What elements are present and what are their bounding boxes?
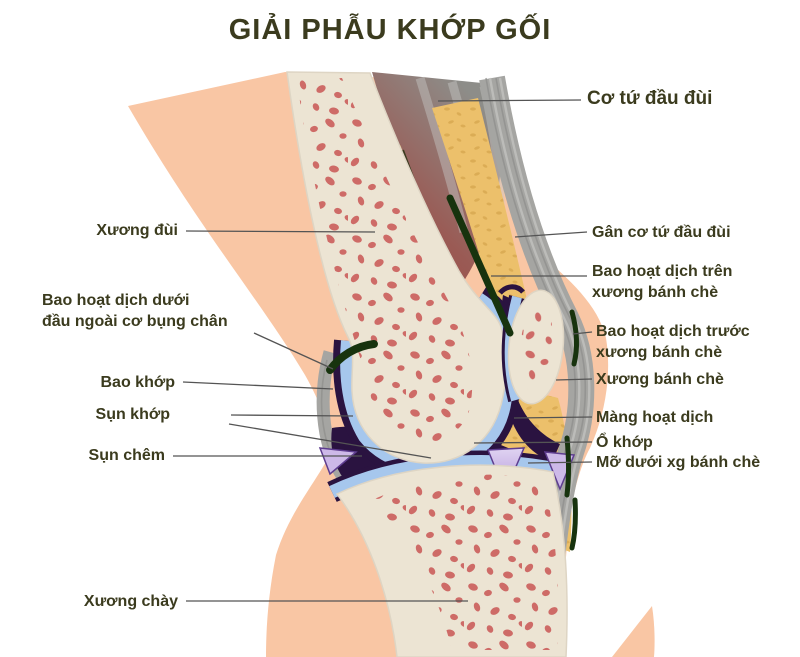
label-joint-capsule: Bao khớp xyxy=(100,374,176,391)
leader-lines xyxy=(173,99,593,602)
prefemoral-fat-texture xyxy=(432,98,532,338)
label-quadriceps-muscle: Cơ tứ đầu đùi xyxy=(587,88,713,109)
tibia-marrow xyxy=(372,474,559,650)
label-quadriceps-tendon: Gân cơ tứ đầu đùi xyxy=(592,224,731,241)
label-prepatellar-bursa: Bao hoạt dịch trước xương bánh chè xyxy=(596,323,750,361)
label-femur: Xương đùi xyxy=(96,222,178,239)
label-patella: Xương bánh chè xyxy=(596,371,724,388)
tibial-cartilage xyxy=(329,455,558,498)
label-suprapatellar-bursa: Bao hoạt dịch trên xương bánh chè xyxy=(592,263,733,301)
label-meniscus: Sụn chêm xyxy=(88,447,165,464)
label-infrapatellar-fat-pad: Mỡ dưới xg bánh chè xyxy=(596,454,761,471)
label-tibia: Xương chày xyxy=(83,593,178,610)
label-joint-cavity: Ổ khớp xyxy=(596,434,653,451)
femur-marrow xyxy=(297,78,473,444)
skin-corner xyxy=(612,606,655,657)
bursae-shapes xyxy=(326,194,579,551)
label-gastrocnemius-bursa: Bao hoạt dịch dưới đầu ngoài cơ bụng châ… xyxy=(42,292,228,330)
patella-marrow xyxy=(519,303,553,391)
label-synovial-membrane: Màng hoạt dịch xyxy=(596,409,714,426)
label-articular-cartilage: Sụn khớp xyxy=(95,406,170,423)
diagram-title: GIẢI PHẪU KHỚP GỐI xyxy=(228,14,552,46)
capsule-connector xyxy=(498,284,525,295)
